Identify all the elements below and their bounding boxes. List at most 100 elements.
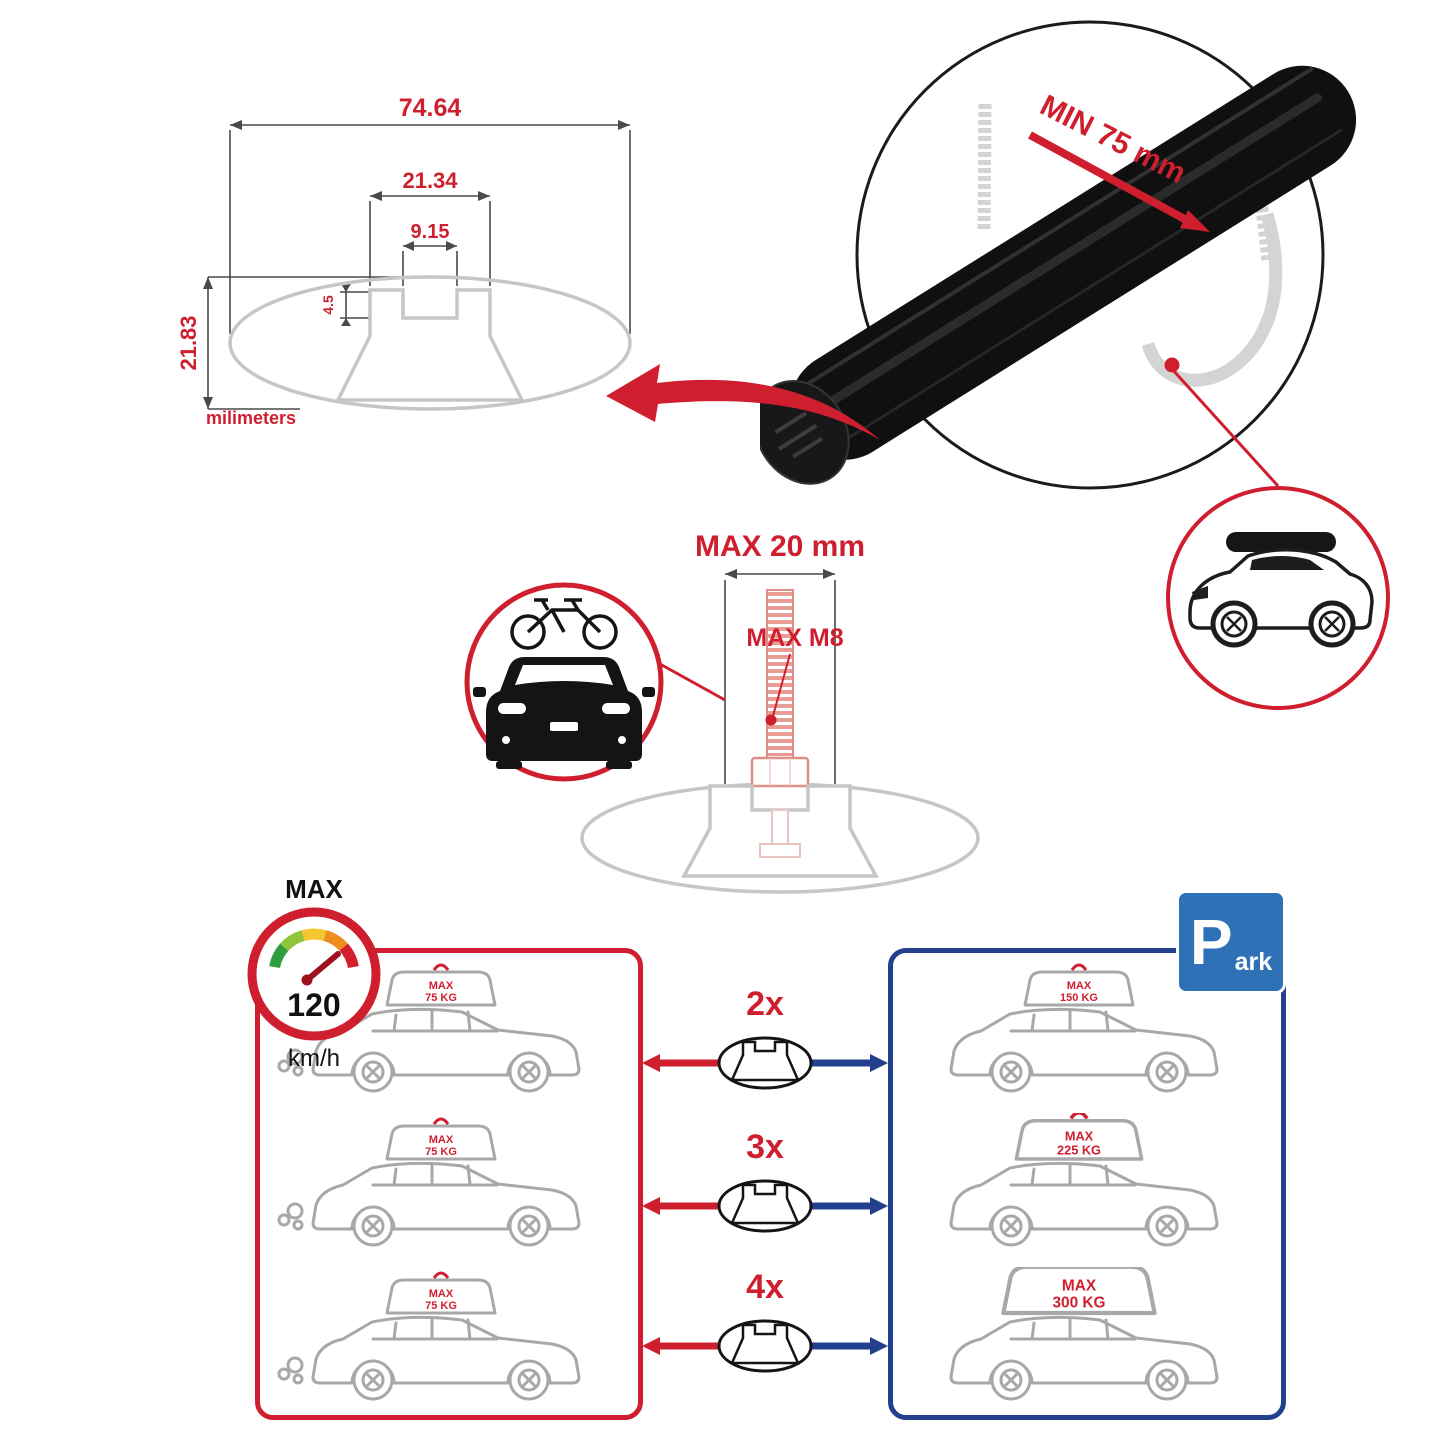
multiplier-row-3x: 3x <box>642 1128 888 1233</box>
cargo-max-label: MAX <box>429 980 454 992</box>
bolt-thread-label: MAX M8 <box>746 624 843 652</box>
windshield <box>515 665 613 685</box>
bolt-max-length-label: MAX 20 mm <box>695 530 865 563</box>
bolt-head <box>750 756 810 788</box>
dim-slot-width: 9.15 <box>411 221 450 243</box>
car-with-cargo: MAX 150 KG <box>949 963 1219 1093</box>
car-wheels <box>352 1359 550 1401</box>
car-wheels <box>990 1205 1188 1247</box>
car-wheels <box>990 1051 1188 1093</box>
car-with-cargo: MAX 75 KG <box>277 963 581 1093</box>
dim-upper-width: 21.34 <box>402 168 458 193</box>
gauge-needle <box>304 951 341 983</box>
car-windows <box>1009 1162 1137 1187</box>
car-windows <box>371 1316 499 1341</box>
driving-speed-panel: MAX 75 KG MAX 75 KG <box>255 948 643 1420</box>
multiplier-row-4x: 4x <box>642 1268 888 1373</box>
hook-marker-dot <box>1164 357 1180 373</box>
cargo-hook-icon <box>432 963 450 971</box>
badge-connector-line <box>1170 367 1280 488</box>
bike-badge-connector <box>659 662 726 702</box>
speed-unit: km/h <box>288 1045 340 1072</box>
cargo-hook-icon <box>1069 1113 1089 1120</box>
car-wheels <box>990 1359 1188 1401</box>
car-windows <box>371 1162 499 1187</box>
bike-on-car-badge <box>464 582 664 782</box>
swoosh-arrow-shape <box>606 364 880 440</box>
roof-cargo: MAX 300 KG <box>1001 1267 1157 1316</box>
cargo-hook-icon <box>432 1271 450 1279</box>
bolt-shaft-inside <box>771 809 789 845</box>
multiplier-label: 2x <box>746 985 784 1023</box>
roof-cargo: MAX 75 KG <box>385 963 497 1007</box>
cargo-max-label: MAX <box>1062 1278 1097 1295</box>
headlight-left <box>498 703 526 714</box>
cargo-weight-label: 225 KG <box>1057 1142 1101 1157</box>
parking-sign-letter: P <box>1189 906 1233 978</box>
crossbar-profile-outline <box>228 275 632 411</box>
parked-load-panel: MAX 150 KG MAX 225 KG <box>888 948 1286 1420</box>
license-plate <box>550 722 578 731</box>
cargo-weight-label: 300 KG <box>1052 1294 1105 1311</box>
car-wheels <box>352 1205 550 1247</box>
car-with-cargo: MAX 225 KG <box>949 1113 1219 1247</box>
bolt-dimension-lines <box>724 569 836 784</box>
parking-sign-suffix: ark <box>1234 948 1273 976</box>
suv-headlight <box>1192 586 1208 600</box>
car-with-cargo: MAX 75 KG <box>277 1117 581 1247</box>
crossbar-photo <box>760 65 1357 485</box>
dim-total-width: 74.64 <box>399 94 462 122</box>
suv-illustration <box>1188 532 1374 648</box>
cargo-hook-icon <box>432 1117 450 1125</box>
speed-value: 120 <box>287 987 340 1023</box>
dim-height: 21.83 <box>176 315 201 370</box>
exhaust-smoke <box>277 1048 304 1077</box>
cargo-weight-label: 150 KG <box>1060 992 1098 1004</box>
cargo-weight-label: 75 KG <box>425 1146 457 1158</box>
thread-marker-dot <box>765 714 777 726</box>
multiplier-label: 3x <box>746 1128 784 1166</box>
suv-wheels <box>1210 600 1356 648</box>
bike-icon <box>510 598 618 650</box>
dimension-lines <box>203 120 631 410</box>
cargo-max-label: MAX <box>1067 980 1092 992</box>
roof-cargo: MAX 75 KG <box>385 1117 497 1161</box>
cargo-weight-label: 75 KG <box>425 1300 457 1312</box>
headlight-right <box>602 703 630 714</box>
bolt-diagram: MAX 20 mm MAX M8 <box>580 530 980 894</box>
exhaust-smoke <box>277 1356 304 1385</box>
swoosh-arrow <box>606 364 880 440</box>
cargo-weight-label: 75 KG <box>425 992 457 1004</box>
cargo-max-label: MAX <box>429 1288 454 1300</box>
cargo-max-label: MAX <box>1065 1128 1094 1143</box>
multiplier-row-2x: 2x <box>642 985 888 1090</box>
car-windows <box>1009 1008 1137 1033</box>
speedometer-icon: MAX 120 km/h <box>247 874 381 1072</box>
speed-max-label: MAX <box>285 874 343 904</box>
car-with-cargo: MAX 75 KG <box>277 1271 581 1401</box>
dim-slot-depth: 4.5 <box>320 295 336 315</box>
cargo-hook-icon <box>1070 963 1088 971</box>
suv-windows <box>1250 556 1324 570</box>
suv-roofbox-badge <box>1166 486 1390 710</box>
min-clamp-arrow <box>1028 131 1192 226</box>
roof-cargo: MAX 225 KG <box>1014 1113 1144 1161</box>
parking-sign: P ark <box>1176 890 1286 994</box>
crossbar-channel <box>335 288 525 402</box>
car-wheels <box>352 1051 550 1093</box>
car-windows <box>371 1008 499 1033</box>
car-with-cargo: MAX 300 KG <box>949 1267 1219 1401</box>
cargo-max-label: MAX <box>429 1134 454 1146</box>
clamp-hook <box>977 103 1283 387</box>
car-front-icon <box>473 657 655 769</box>
t-nut <box>759 843 801 858</box>
thread-leader-line <box>772 653 791 717</box>
bar-closeup-badge: MIN 75 mm <box>760 20 1357 490</box>
gauge-arcs <box>269 928 359 969</box>
multiplier-label: 4x <box>746 1268 784 1306</box>
roof-cargo: MAX 150 KG <box>1023 963 1135 1007</box>
roof-cargo: MAX 75 KG <box>385 1271 497 1315</box>
exhaust-smoke <box>277 1202 304 1231</box>
roofbox-icon <box>1226 532 1336 552</box>
profile-drawing: 74.64 21.34 9.15 4.5 21.83 milimeters <box>176 94 632 428</box>
